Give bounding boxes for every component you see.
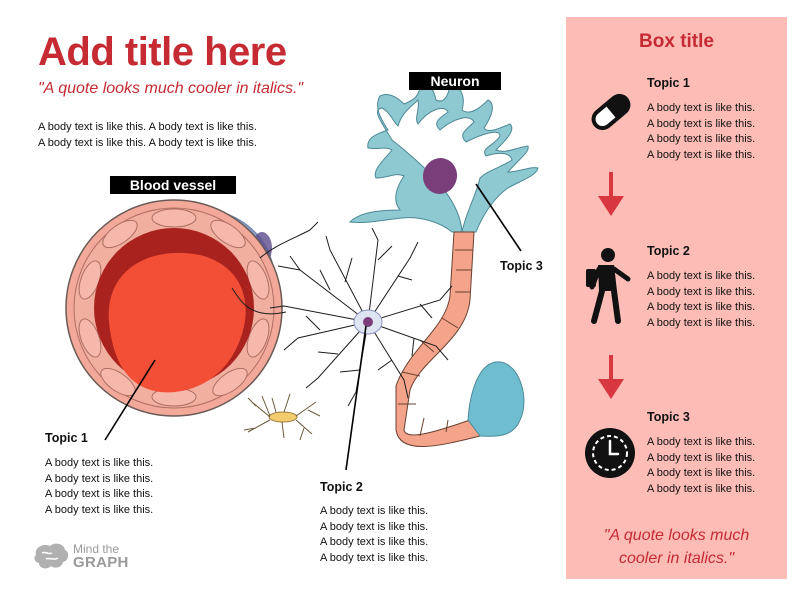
box-topic1-title: Topic 1 [647, 76, 690, 90]
topic3-pointer-line [475, 183, 522, 252]
cell-illustration [65, 82, 539, 471]
brand-line1: Mind the [73, 542, 120, 556]
topic1-text: A body text is like this. A body text is… [45, 456, 195, 518]
intro-text: A body text is like this. A body text is… [38, 120, 298, 151]
box-topic2-text: A body text is like this. A body text is… [647, 269, 782, 331]
blood-vessel-illustration [65, 199, 283, 417]
blood-vessel-label: Blood vessel [110, 176, 236, 194]
box-topic3-line: A body text is like this. [647, 482, 756, 495]
astrocyte-illustration [231, 221, 453, 407]
box-topic3-line: A body text is like this. [647, 467, 756, 479]
box-topic1-text: A body text is like this. A body text is… [647, 101, 782, 163]
topic2-pointer-line [345, 325, 367, 471]
topic2-title: Topic 2 [320, 480, 363, 494]
clock-icon [585, 428, 635, 478]
box-topic2-line: A body text is like this. [647, 285, 756, 298]
arrow-down-icon [598, 172, 624, 216]
neuron-label: Neuron [409, 72, 501, 90]
topic3-title: Topic 3 [500, 259, 543, 273]
topic2-text: A body text is like this. A body text is… [320, 504, 470, 566]
box-topic2-line: A body text is like this. [647, 301, 756, 313]
box-topic1-line: A body text is like this. [647, 133, 756, 145]
box-topic2-title: Topic 2 [647, 244, 690, 258]
topic2-line: A body text is like this. [320, 536, 429, 548]
topic2-line: A body text is like this. [320, 551, 429, 564]
pill-icon [591, 93, 631, 131]
microglia-illustration [243, 393, 321, 441]
box-topic2-line: A body text is like this. [647, 270, 756, 282]
box-topic3-line: A body text is like this. [647, 436, 756, 448]
walking-person-icon [586, 248, 631, 324]
box-topic3-line: A body text is like this. [647, 451, 756, 464]
topic2-line: A body text is like this. [320, 520, 429, 533]
neuron-illustration [348, 82, 539, 448]
header-quote: "A quote looks much cooler in italics." [38, 80, 304, 97]
brand-line2: GRAPH [73, 554, 129, 571]
arrow-down-icon [598, 355, 624, 399]
box-topic1-line: A body text is like this. [647, 102, 756, 114]
box-topic2-line: A body text is like this. [647, 316, 756, 329]
topic1-title: Topic 1 [45, 431, 88, 445]
topic1-line: A body text is like this. [45, 488, 154, 500]
box-topic1-line: A body text is like this. [647, 117, 756, 130]
box-quote: "A quote looks much cooler in italics." [566, 524, 787, 570]
summary-box: Box title Topic 1 A body text is like th… [566, 17, 787, 579]
brain-logo-icon [34, 543, 69, 569]
topic1-pointer-line [104, 359, 156, 441]
topic1-line: A body text is like this. [45, 503, 154, 516]
box-quote-line: "A quote looks much [603, 527, 750, 544]
topic1-line: A body text is like this. [45, 472, 154, 485]
box-topic3-title: Topic 3 [647, 410, 690, 424]
box-topic3-text: A body text is like this. A body text is… [647, 435, 782, 497]
intro-line: A body text is like this. A body text is… [38, 136, 257, 149]
box-title: Box title [639, 31, 714, 52]
box-quote-line: cooler in italics." [618, 550, 735, 567]
intro-line: A body text is like this. A body text is… [38, 121, 257, 133]
box-topic1-line: A body text is like this. [647, 148, 756, 161]
page-title: Add title here [38, 30, 287, 74]
topic2-line: A body text is like this. [320, 505, 429, 517]
brand-logo-text: Mind the GRAPH [73, 542, 129, 571]
topic1-line: A body text is like this. [45, 457, 154, 469]
